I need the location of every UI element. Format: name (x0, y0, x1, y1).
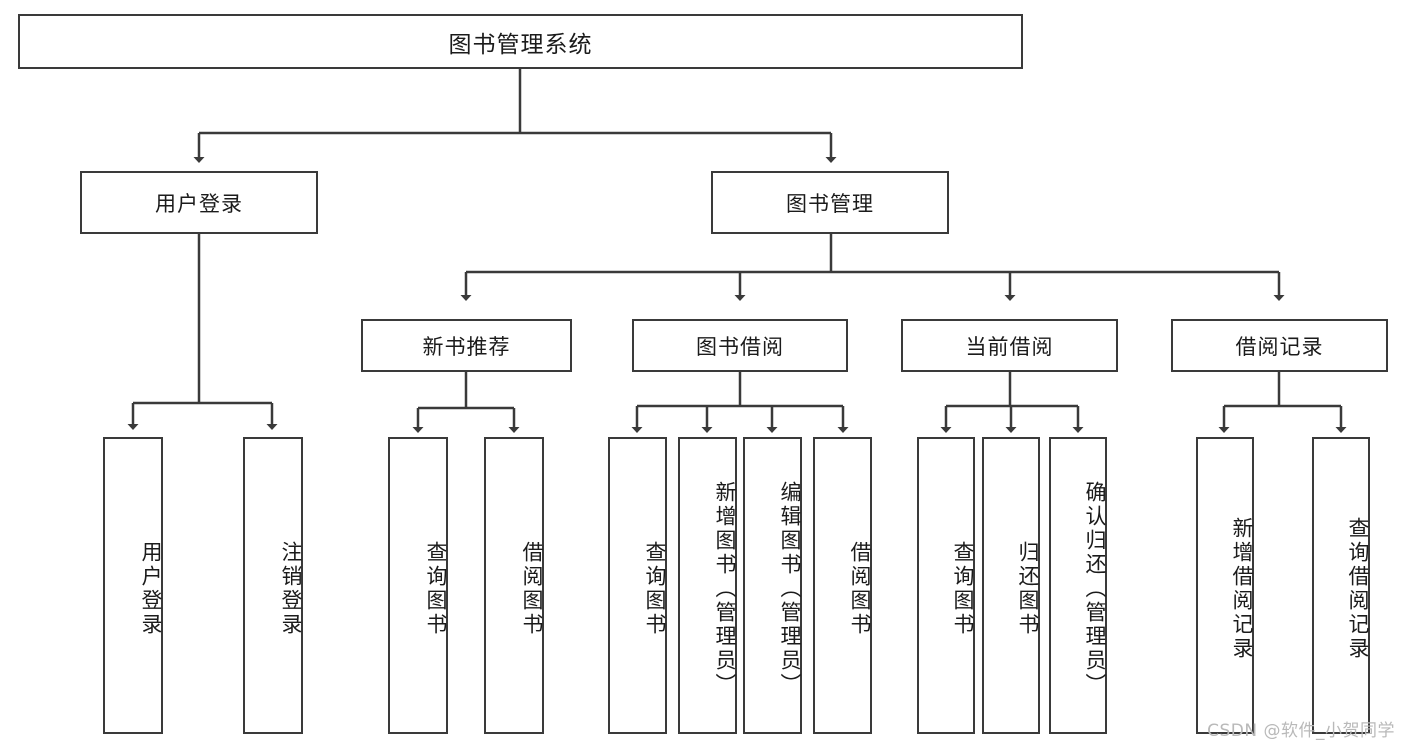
watermark-text: CSDN @软件_小贺同学 (1207, 721, 1395, 741)
node-label: 借阅图书 (520, 540, 544, 637)
leaf-current-borrow-query[interactable]: 查询图书 (917, 437, 975, 734)
node-root-book-management-system[interactable]: 图书管理系统 (18, 14, 1023, 69)
node-label: 归还图书 (1016, 540, 1040, 637)
node-label: 新增借阅记录 (1230, 516, 1254, 661)
node-label: 新书推荐 (422, 334, 511, 359)
node-label: 查询借阅记录 (1346, 516, 1370, 661)
leaf-current-borrow-return[interactable]: 归还图书 (982, 437, 1040, 734)
node-label: 当前借阅 (965, 334, 1054, 359)
node-label: 新增图书（管理员） (713, 480, 737, 697)
node-label: 查询图书 (643, 540, 667, 637)
leaf-book-borrow-add-admin[interactable]: 新增图书（管理员） (678, 437, 737, 734)
node-label: 用户登录 (155, 191, 243, 216)
node-label: 确认归还（管理员） (1083, 480, 1107, 697)
node-new-book-recommend[interactable]: 新书推荐 (361, 319, 572, 372)
leaf-current-borrow-confirm-admin[interactable]: 确认归还（管理员） (1049, 437, 1107, 734)
node-book-borrow[interactable]: 图书借阅 (632, 319, 848, 372)
node-label: 查询图书 (951, 540, 975, 637)
node-book-management[interactable]: 图书管理 (711, 171, 949, 234)
leaf-user-login-signin[interactable]: 用户登录 (103, 437, 163, 734)
node-borrow-record[interactable]: 借阅记录 (1171, 319, 1388, 372)
node-label: 图书管理系统 (448, 31, 593, 58)
node-label: 图书借阅 (696, 334, 784, 359)
leaf-user-login-signout[interactable]: 注销登录 (243, 437, 303, 734)
node-current-borrow[interactable]: 当前借阅 (901, 319, 1118, 372)
leaf-new-book-query[interactable]: 查询图书 (388, 437, 448, 734)
node-label: 借阅图书 (848, 540, 872, 637)
node-label: 图书管理 (786, 191, 874, 216)
leaf-borrow-record-add[interactable]: 新增借阅记录 (1196, 437, 1254, 734)
leaf-borrow-record-query[interactable]: 查询借阅记录 (1312, 437, 1370, 734)
node-label: 用户登录 (139, 540, 163, 637)
node-label: 查询图书 (424, 540, 448, 637)
node-user-login[interactable]: 用户登录 (80, 171, 318, 234)
leaf-book-borrow-borrow[interactable]: 借阅图书 (813, 437, 872, 734)
node-label: 注销登录 (279, 540, 303, 637)
node-label: 编辑图书（管理员） (778, 480, 802, 697)
leaf-book-borrow-edit-admin[interactable]: 编辑图书（管理员） (743, 437, 802, 734)
leaf-book-borrow-query[interactable]: 查询图书 (608, 437, 667, 734)
node-label: 借阅记录 (1235, 334, 1324, 359)
leaf-new-book-borrow[interactable]: 借阅图书 (484, 437, 544, 734)
